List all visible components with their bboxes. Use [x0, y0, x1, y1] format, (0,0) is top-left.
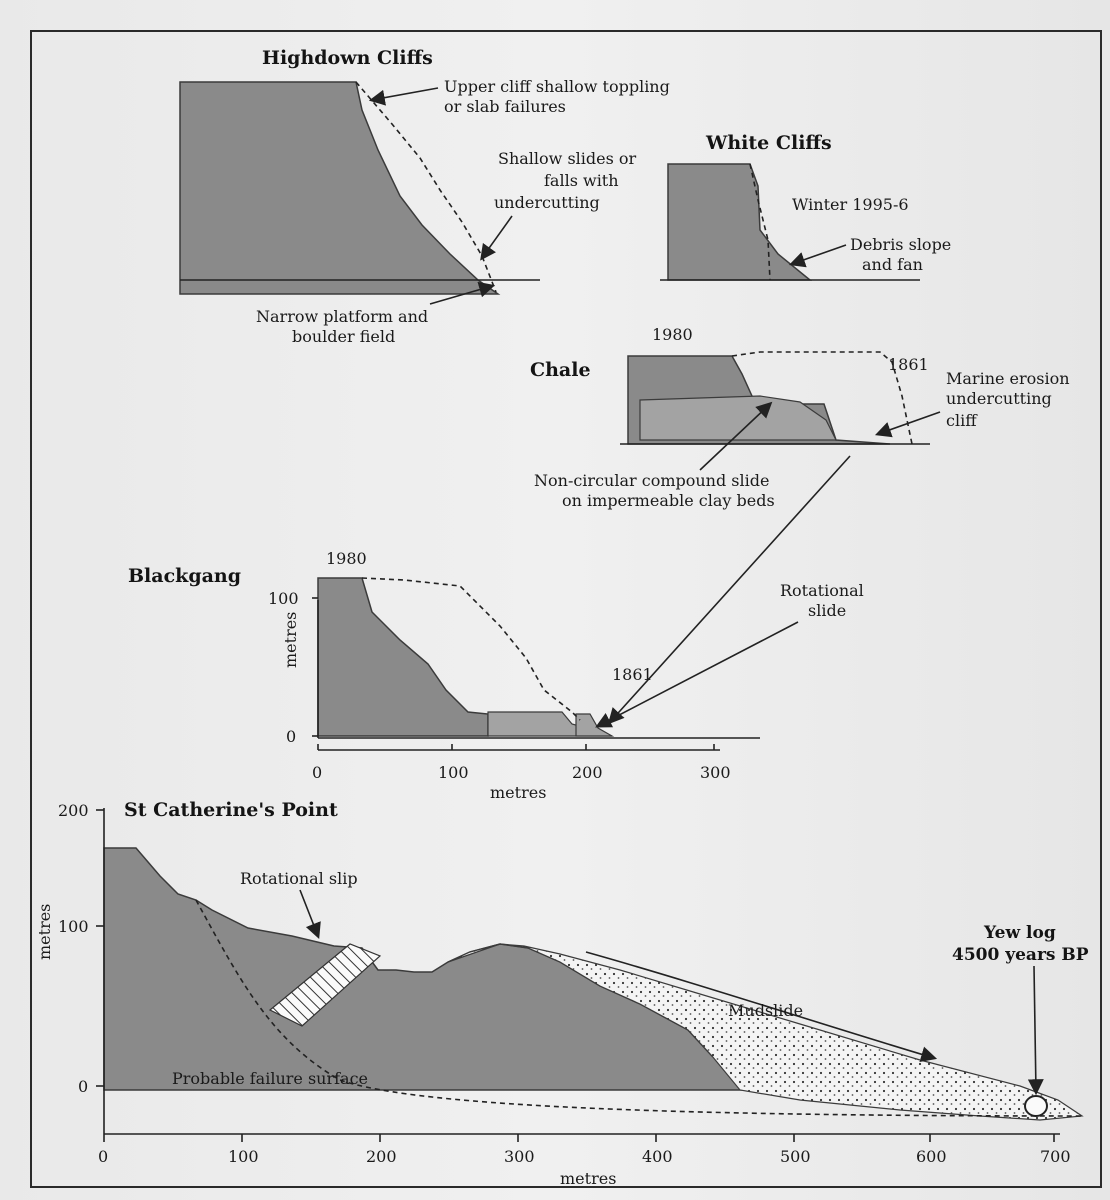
chale-year-1980: 1980: [652, 325, 693, 344]
blackgang-x-tick-label-200: 200: [572, 763, 603, 782]
blackgang-title: Blackgang: [128, 565, 241, 587]
blackgang-y-tick-label-0: 0: [286, 727, 296, 746]
chale-to-blackgang-arrow: [607, 455, 851, 725]
st-catherines-y-tick-label-100: 100: [58, 917, 89, 936]
highdown-shallow-label-3: undercutting: [494, 193, 600, 212]
chale-marine-label-3: cliff: [946, 411, 978, 430]
blackgang-cliff-profile: [317, 577, 489, 737]
chale-marine-label-2: undercutting: [946, 389, 1052, 408]
st-catherines-failure-label: Probable failure surface: [172, 1069, 368, 1088]
highdown-upper-label-2: or slab failures: [444, 97, 566, 116]
chale-1861-profile: [731, 351, 913, 445]
blackgang-panel: 100 0 0 100 200 300 metres metres Blackg…: [128, 455, 864, 802]
st-catherines-x-tick-label-300: 300: [504, 1147, 535, 1166]
blackgang-rot-label-1: Rotational: [780, 581, 864, 600]
chale-compound-label-2: on impermeable clay beds: [562, 491, 775, 510]
st-catherines-yew-arrow: [1027, 965, 1044, 1096]
st-catherines-rotational-block: [268, 943, 382, 1027]
white-cliffs-panel: White Cliffs Winter 1995-6 Debris slope …: [660, 132, 951, 281]
blackgang-x-tick-label-100: 100: [438, 763, 469, 782]
st-catherines-mudslide-arrow: [585, 951, 938, 1063]
blackgang-x-axis-label: metres: [490, 783, 546, 802]
highdown-shallow-label-2: falls with: [544, 171, 619, 190]
st-catherines-y-tick-label-0: 0: [78, 1077, 88, 1096]
st-catherines-x-tick-label-400: 400: [642, 1147, 673, 1166]
st-catherines-yew-label-2: 4500 years BP: [952, 945, 1089, 965]
highdown-platform-label-2: boulder field: [292, 327, 395, 346]
chale-year-1861: 1861: [888, 355, 929, 374]
highdown-upper-label-1: Upper cliff shallow toppling: [444, 77, 670, 96]
chale-compound-arrow: [699, 401, 773, 471]
chale-panel: Chale 1980 1861 Marine erosion undercutt…: [530, 325, 1070, 510]
blackgang-x-tick-label-300: 300: [700, 763, 731, 782]
st-catherines-failure-surface: [195, 899, 1083, 1117]
st-catherines-x-tick-label-600: 600: [916, 1147, 947, 1166]
figure-frame: [30, 30, 1102, 1188]
st-catherines-x-tick-label-100: 100: [228, 1147, 259, 1166]
chale-marine-arrow: [874, 411, 941, 438]
yew-log-marker: [1024, 1095, 1048, 1117]
highdown-platform-arrow: [429, 281, 496, 305]
highdown-cliff-profile: [179, 81, 501, 295]
st-catherines-title: St Catherine's Point: [124, 799, 338, 821]
white-cliffs-debris-label-1: Debris slope: [850, 235, 951, 254]
highdown-upper-arrow: [368, 87, 439, 106]
st-catherines-rot-slip-arrow: [299, 889, 321, 939]
st-catherines-panel: 200 100 0 0 100 200 300 400 500 600 700 …: [35, 799, 1089, 1188]
white-cliffs-winter-label: Winter 1995-6: [792, 195, 909, 214]
st-catherines-y-tick-label-200: 200: [58, 801, 89, 820]
highdown-platform-label-1: Narrow platform and: [256, 307, 428, 326]
blackgang-y-axis-label: metres: [281, 612, 300, 668]
st-catherines-mudslide-deposit: [447, 943, 1084, 1121]
blackgang-rot-label-2: slide: [808, 601, 846, 620]
chale-marine-label-1: Marine erosion: [946, 369, 1070, 388]
highdown-shallow-arrow: [480, 215, 513, 261]
st-catherines-cliff-profile: [103, 847, 762, 1091]
st-catherines-y-axis-label: metres: [35, 904, 54, 960]
white-cliffs-former-profile: [749, 163, 771, 281]
chale-slide-block: [639, 395, 837, 441]
blackgang-rotational-block: [575, 713, 615, 737]
st-catherines-rot-slip-label: Rotational slip: [240, 869, 358, 888]
white-cliffs-title: White Cliffs: [705, 132, 832, 154]
st-catherines-mudslide-label: Mudslide: [728, 1001, 803, 1020]
chale-title: Chale: [530, 359, 591, 381]
highdown-cliffs-panel: Highdown Cliffs Upper cliff shallow topp…: [179, 47, 670, 346]
white-cliffs-profile: [667, 163, 813, 281]
st-catherines-yew-label-1: Yew log: [983, 923, 1056, 943]
white-cliffs-debris-arrow: [788, 244, 847, 268]
blackgang-1861-profile: [361, 577, 581, 721]
blackgang-year-1980: 1980: [326, 549, 367, 568]
st-catherines-x-tick-label-500: 500: [780, 1147, 811, 1166]
blackgang-x-tick-label-0: 0: [312, 763, 322, 782]
highdown-former-profile: [355, 81, 497, 293]
blackgang-y-tick-label-100: 100: [268, 589, 299, 608]
highdown-shallow-label-1: Shallow slides or: [498, 149, 637, 168]
white-cliffs-debris-label-2: and fan: [862, 255, 923, 274]
st-catherines-x-tick-label-200: 200: [366, 1147, 397, 1166]
blackgang-rot-arrow: [595, 621, 799, 728]
highdown-title: Highdown Cliffs: [262, 47, 433, 69]
chale-compound-label-1: Non-circular compound slide: [534, 471, 769, 490]
st-catherines-x-tick-label-0: 0: [98, 1147, 108, 1166]
st-catherines-x-axis-label: metres: [560, 1169, 616, 1188]
blackgang-year-1861: 1861: [612, 665, 653, 684]
st-catherines-x-tick-label-700: 700: [1040, 1147, 1071, 1166]
